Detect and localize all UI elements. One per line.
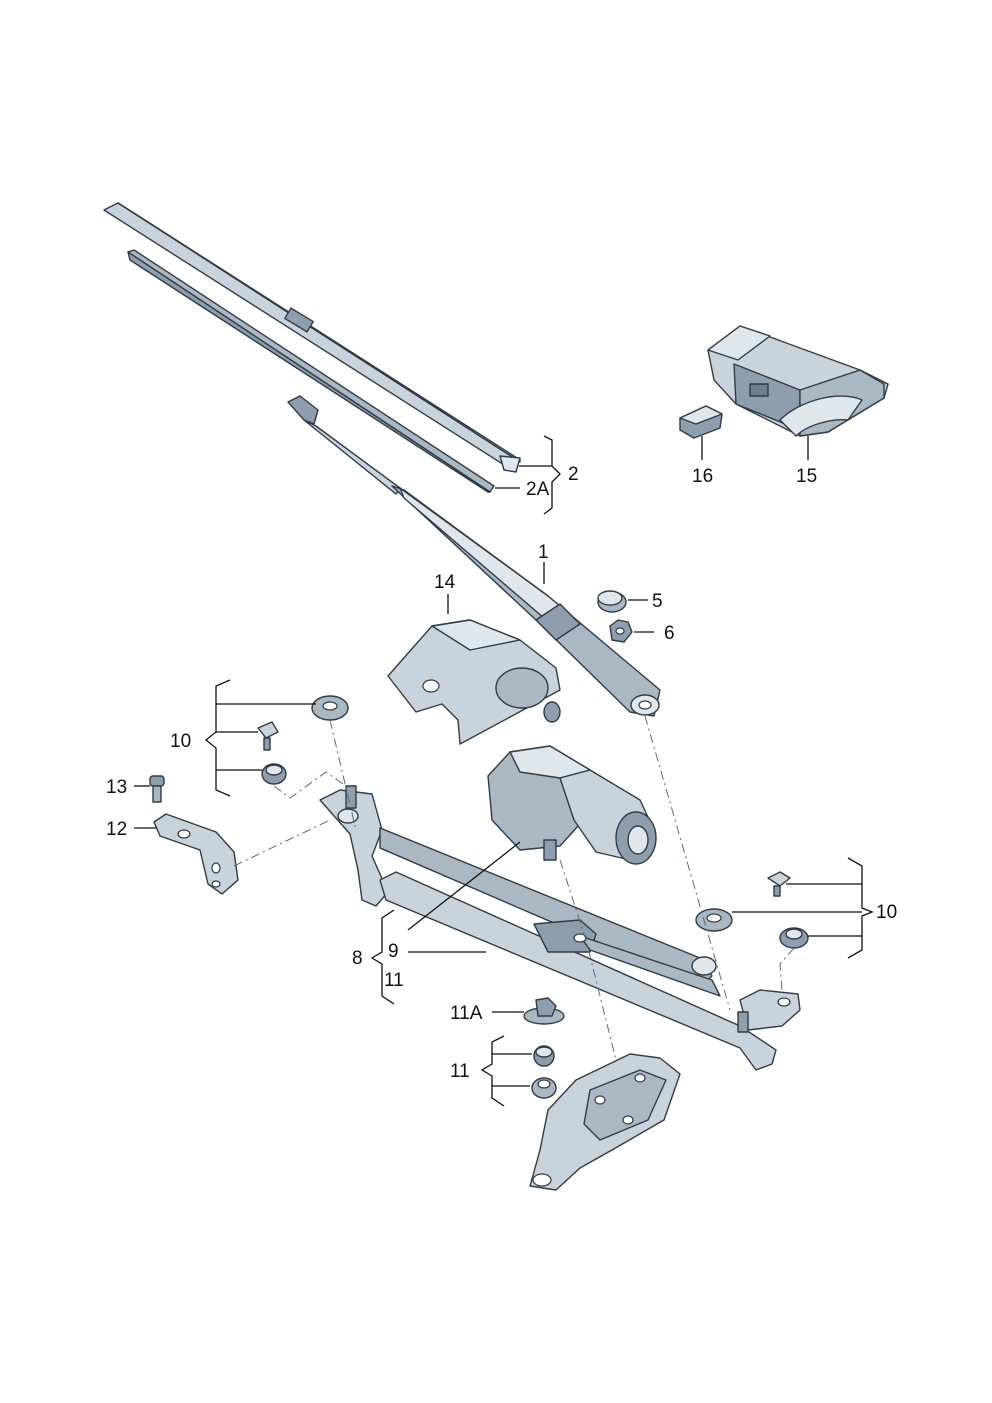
callout-11-frame: 11 bbox=[384, 970, 404, 991]
callout-labels: 2 2A 1 5 6 14 16 15 10 13 12 10 8 9 9 11… bbox=[106, 464, 897, 1082]
callout-2: 2 bbox=[568, 464, 579, 485]
plug bbox=[679, 405, 723, 439]
callout-9-upper: 9 bbox=[388, 941, 399, 962]
grommets bbox=[531, 1045, 557, 1099]
callout-10-left: 10 bbox=[170, 731, 191, 752]
callout-8: 8 bbox=[352, 948, 363, 969]
bracket bbox=[153, 813, 239, 895]
callout-2a: 2A bbox=[526, 479, 550, 500]
wiper-blade-insert bbox=[127, 249, 495, 493]
screw bbox=[149, 775, 165, 803]
nut-11a bbox=[523, 997, 565, 1025]
callout-6: 6 bbox=[664, 623, 675, 644]
callout-11a: 11A bbox=[450, 1003, 483, 1024]
leader-lines bbox=[134, 435, 874, 1107]
alignment-lines bbox=[233, 715, 795, 1061]
callout-16: 16 bbox=[692, 466, 713, 487]
callout-14: 14 bbox=[434, 572, 456, 593]
cap bbox=[597, 590, 627, 613]
callout-10-right: 10 bbox=[876, 902, 897, 923]
callout-11-grommets: 11 bbox=[450, 1061, 470, 1082]
mounting-plate bbox=[529, 1053, 681, 1191]
nut bbox=[609, 619, 633, 643]
right-fasteners bbox=[695, 871, 809, 949]
motor-cover bbox=[387, 619, 561, 745]
sensor bbox=[707, 325, 889, 437]
callout-5: 5 bbox=[652, 591, 663, 612]
linkage-frame bbox=[319, 785, 801, 1071]
callout-12: 12 bbox=[106, 819, 127, 840]
wiper-motor bbox=[487, 745, 657, 865]
callout-13: 13 bbox=[106, 777, 127, 798]
callout-15: 15 bbox=[796, 466, 817, 487]
callout-1: 1 bbox=[538, 542, 549, 563]
wiper-arm bbox=[287, 395, 661, 717]
wiper-blade bbox=[103, 202, 521, 473]
